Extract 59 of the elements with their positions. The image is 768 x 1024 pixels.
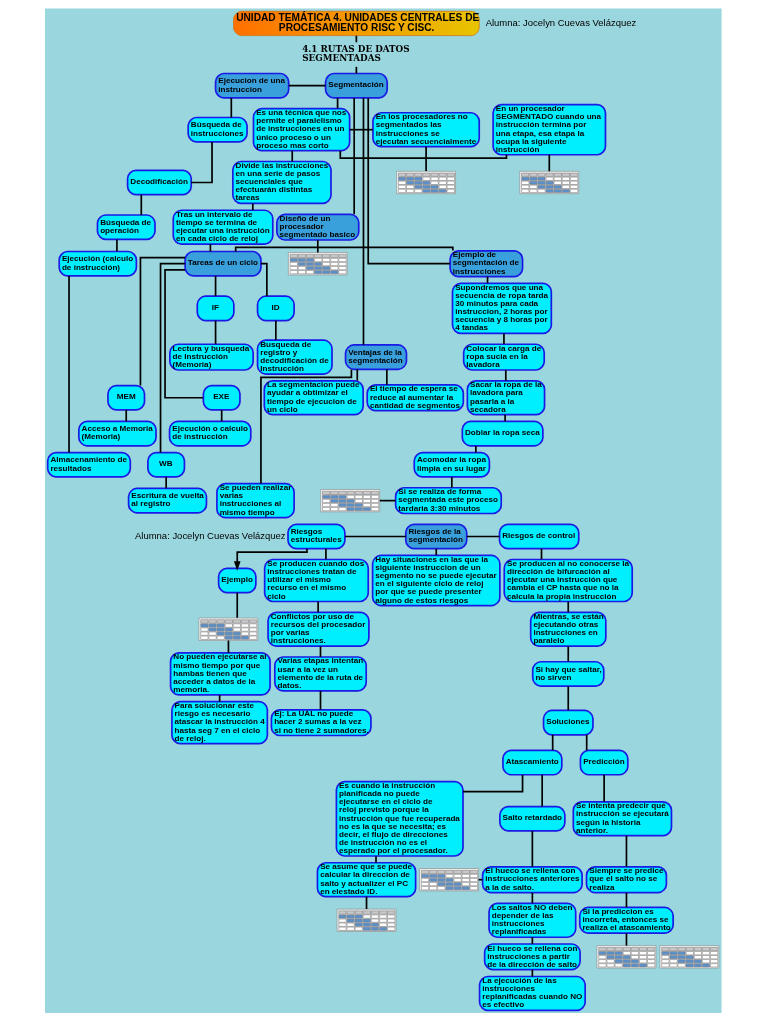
connector (163, 268, 204, 399)
connector (139, 193, 142, 216)
connector (220, 409, 222, 423)
connector (450, 476, 453, 489)
connector (547, 154, 550, 173)
connector (474, 445, 477, 454)
node-box: UNIDAD TEMÁTICA 4. UNIDADES CENTRALES DE PROCESAMIENTO RISC Y CISC. (232, 10, 480, 36)
connector (540, 773, 543, 808)
connector (424, 145, 427, 172)
connector (319, 690, 321, 711)
connector (164, 476, 167, 490)
connector (324, 547, 327, 561)
connector (343, 535, 407, 538)
connector (235, 591, 238, 619)
connector (124, 409, 127, 423)
connector (374, 855, 377, 864)
connector (434, 547, 437, 557)
connector (352, 97, 355, 215)
connector (290, 150, 293, 163)
connector (503, 414, 506, 423)
label: Alumna: Jocelyn Cuevas Velázquez (485, 16, 636, 28)
connector (531, 830, 533, 868)
node-text: 4.1 RUTAS DE DATOS SEGMENTADAS (301, 44, 410, 63)
connector (502, 332, 505, 345)
connector (465, 535, 500, 538)
arrow (233, 547, 308, 571)
connector (355, 368, 358, 382)
connector (316, 239, 319, 254)
connector (274, 319, 277, 341)
connector (139, 256, 186, 387)
connector (362, 97, 364, 346)
connector (259, 262, 268, 298)
connector (229, 97, 232, 119)
connector (461, 774, 523, 793)
connector (625, 834, 627, 868)
label: Alumna: Jocelyn Cuevas Velázquez (134, 530, 286, 542)
connector (366, 97, 451, 265)
connector (566, 685, 569, 712)
connector (159, 262, 186, 454)
connector (585, 734, 588, 752)
connector (259, 368, 352, 485)
connector (214, 319, 216, 345)
connector (348, 128, 374, 131)
connector (566, 600, 569, 613)
connector (504, 369, 507, 382)
connector (566, 645, 569, 663)
connector (477, 878, 483, 881)
connector (115, 238, 118, 253)
connector (551, 734, 554, 752)
connector (287, 84, 326, 87)
connector (602, 773, 605, 803)
connector (189, 141, 213, 184)
connector (385, 368, 388, 386)
connector (214, 275, 216, 298)
connector (338, 150, 507, 159)
connector (316, 600, 319, 613)
connector (234, 246, 454, 253)
connector (67, 275, 70, 454)
connector (251, 202, 254, 211)
